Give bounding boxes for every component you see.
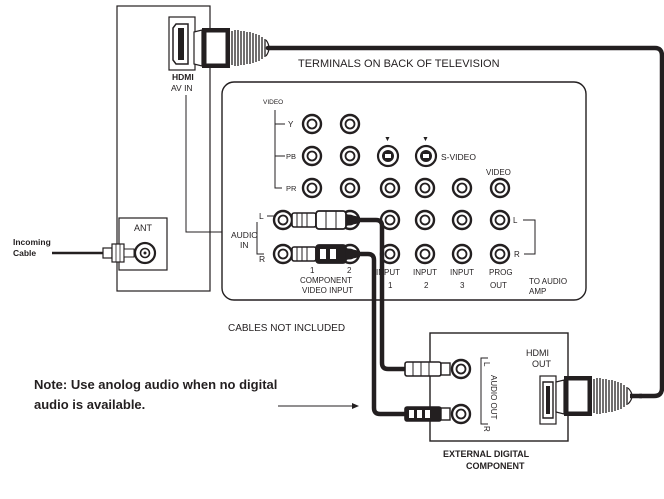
prog-label: PROG: [489, 268, 513, 277]
hdmi-plug-ext: [555, 376, 642, 416]
incoming-label-1: Incoming: [13, 237, 51, 247]
svg-text:▼: ▼: [422, 136, 429, 143]
hdmi-out-label-2: OUT: [532, 359, 552, 369]
svideo-jacks: ▼ ▼: [376, 136, 438, 168]
in-label: IN: [240, 240, 249, 250]
num2-label: 2: [347, 266, 352, 275]
hdmi-input-port: [168, 16, 196, 71]
y-label: Y: [288, 120, 294, 129]
video-small-label: VIDEO: [263, 99, 283, 106]
to-audio-label-1: TO AUDIO: [529, 277, 567, 286]
rca-plug-tv-right: [291, 244, 360, 264]
svg-text:▼: ▼: [384, 136, 391, 143]
ext-l-label: L: [482, 362, 491, 367]
audio-label: AUDIO: [231, 230, 258, 240]
note-arrow: [278, 403, 359, 409]
input3-num: 3: [460, 281, 465, 290]
note-line-1: Note: Use anolog audio when no digital: [34, 377, 277, 392]
pr-label: PR: [286, 184, 297, 193]
cables-not-included: CABLES NOT INCLUDED: [228, 323, 345, 334]
prog-out-label: OUT: [490, 281, 507, 290]
num1-label: 1: [310, 266, 315, 275]
ant-connector: [118, 217, 168, 271]
pb-label: PB: [286, 152, 296, 161]
terminals-title: TERMINALS ON BACK OF TELEVISION: [298, 58, 500, 70]
hdmi-plug-tv: [193, 28, 270, 68]
note-line-2: audio is available.: [34, 397, 145, 412]
audio-out-label: AUDIO OUT: [489, 375, 498, 420]
component-label-1: COMPONENT: [300, 276, 352, 285]
input2-num: 2: [424, 281, 429, 290]
audio-cable-right: [357, 251, 408, 417]
coax-plug: [102, 243, 135, 263]
input3-label: INPUT: [450, 268, 474, 277]
hdmi-output-port: [539, 375, 557, 425]
ext-r-label: R: [482, 426, 491, 432]
video-right-label: VIDEO: [486, 168, 511, 177]
incoming-label-2: Cable: [13, 248, 36, 258]
out-l-label: L: [513, 216, 518, 225]
component-label-2: VIDEO INPUT: [302, 286, 353, 295]
input2-label: INPUT: [413, 268, 437, 277]
rca-plug-tv-left: [291, 210, 360, 230]
audio-r-label: R: [259, 254, 265, 264]
hdmi-out-label-1: HDMI: [526, 348, 549, 358]
audio-l-label: L: [259, 211, 264, 221]
audio-cable-left: [357, 217, 408, 372]
external-label-2: COMPONENT: [466, 461, 525, 471]
external-label-1: EXTERNAL DIGITAL: [443, 449, 530, 459]
to-audio-label-2: AMP: [529, 287, 546, 296]
terminals-panel: [221, 81, 587, 301]
audio-in-lead-line: [185, 95, 222, 233]
input1-num: 1: [388, 281, 393, 290]
hdmi-cable: [265, 45, 664, 399]
rca-plug-ext-right: [404, 406, 451, 422]
hdmi-label: HDMI: [172, 72, 194, 82]
ant-label: ANT: [134, 223, 153, 233]
input1-label: INPUT: [376, 268, 400, 277]
av-in-label: AV IN: [171, 83, 193, 93]
svideo-label: S-VIDEO: [441, 152, 476, 162]
out-r-label: R: [514, 250, 520, 259]
rca-plug-ext-left: [404, 361, 451, 377]
